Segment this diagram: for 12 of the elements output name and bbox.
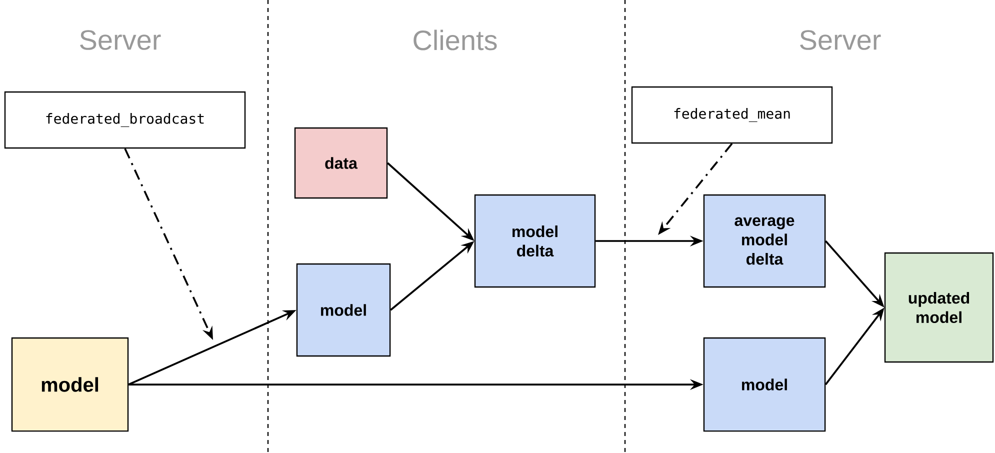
process-box: model bbox=[11, 337, 129, 432]
column-heading: Server bbox=[800, 30, 881, 50]
process-box: model delta bbox=[474, 194, 596, 288]
process-box: updated model bbox=[884, 252, 994, 363]
column-heading: Server bbox=[80, 30, 161, 50]
function-box: federated_broadcast bbox=[4, 91, 246, 149]
column-heading: Clients bbox=[414, 30, 497, 50]
process-box: data bbox=[294, 127, 388, 199]
process-box: model bbox=[703, 337, 826, 432]
process-box: average model delta bbox=[703, 194, 826, 288]
process-box: model bbox=[296, 263, 391, 357]
function-box: federated_mean bbox=[631, 86, 833, 144]
